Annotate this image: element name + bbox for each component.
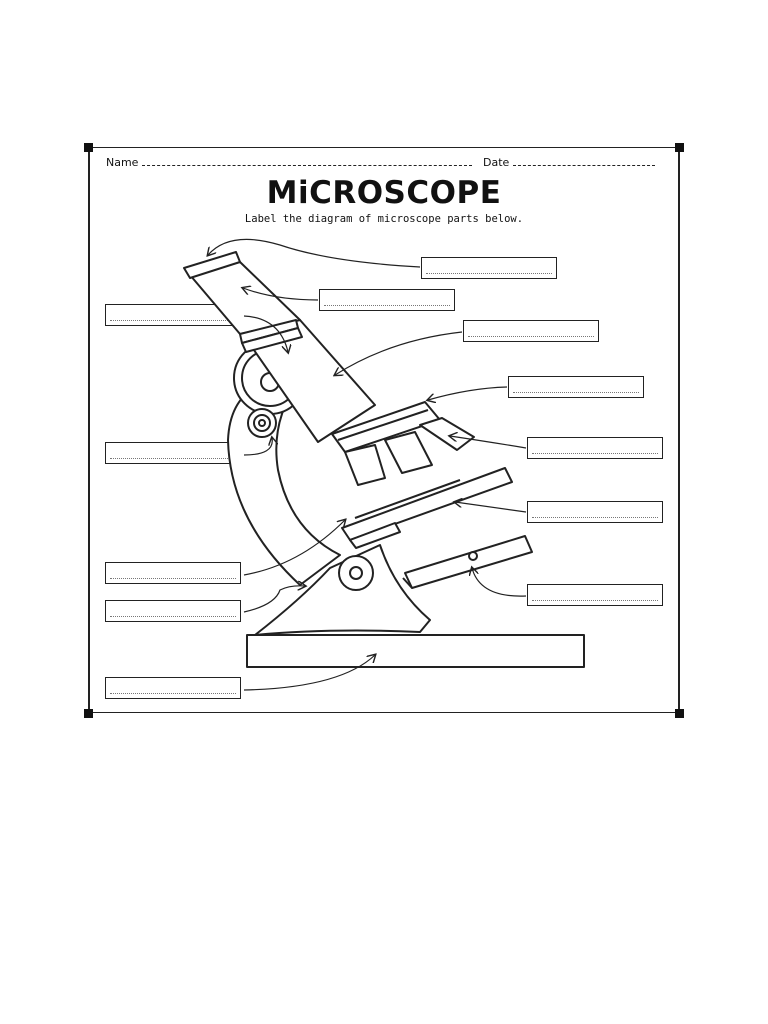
label-box-body-tube-top[interactable] [319,289,455,311]
date-field[interactable]: Date [483,156,655,169]
eyepiece-lens [183,251,241,279]
light-source [404,535,533,589]
label-box-objectives[interactable] [527,437,663,459]
arrow-left-1 [243,315,288,352]
objective-lens-2 [384,431,433,474]
label-box-stage[interactable] [527,501,663,523]
label-box-diaphragm[interactable] [105,600,241,622]
microscope-pillar [254,544,431,636]
page-title: MiCROSCOPE [266,175,502,211]
frame-corner-top-right [675,143,684,152]
arrow-nosepiece [428,386,508,400]
arrow-stage [455,502,527,513]
arrow-left-arm [243,520,345,576]
stage-clip [354,479,461,519]
stage [341,467,513,541]
label-box-light[interactable] [527,584,663,606]
name-label: Name [106,156,139,169]
objective-lens-1 [344,444,386,486]
objective-lens-3 [419,417,475,451]
arrow-arm [335,331,463,375]
label-box-left-arm[interactable] [105,562,241,584]
date-label: Date [483,156,510,169]
label-box-base[interactable] [105,677,241,699]
worksheet-frame [88,147,680,713]
name-blank[interactable] [141,157,472,166]
instructions: Label the diagram of microscope parts be… [244,213,524,225]
frame-corner-bottom-right [675,709,684,718]
arrow-objectives [450,436,527,449]
date-blank[interactable] [512,157,655,166]
microscope-base [246,634,585,668]
arrow-fine-focus [243,438,272,456]
frame-corner-top-left [84,143,93,152]
frame-corner-bottom-left [84,709,93,718]
arrow-base [243,655,375,691]
label-box-arm[interactable] [463,320,599,342]
arrow-eyepiece [208,238,421,268]
label-box-eyepiece[interactable] [421,257,557,279]
arrow-light [472,568,527,597]
label-box-nosepiece[interactable] [508,376,644,398]
arrow-body-tube [243,288,319,301]
name-field[interactable]: Name [106,156,472,169]
arrow-diaphragm [243,586,305,613]
